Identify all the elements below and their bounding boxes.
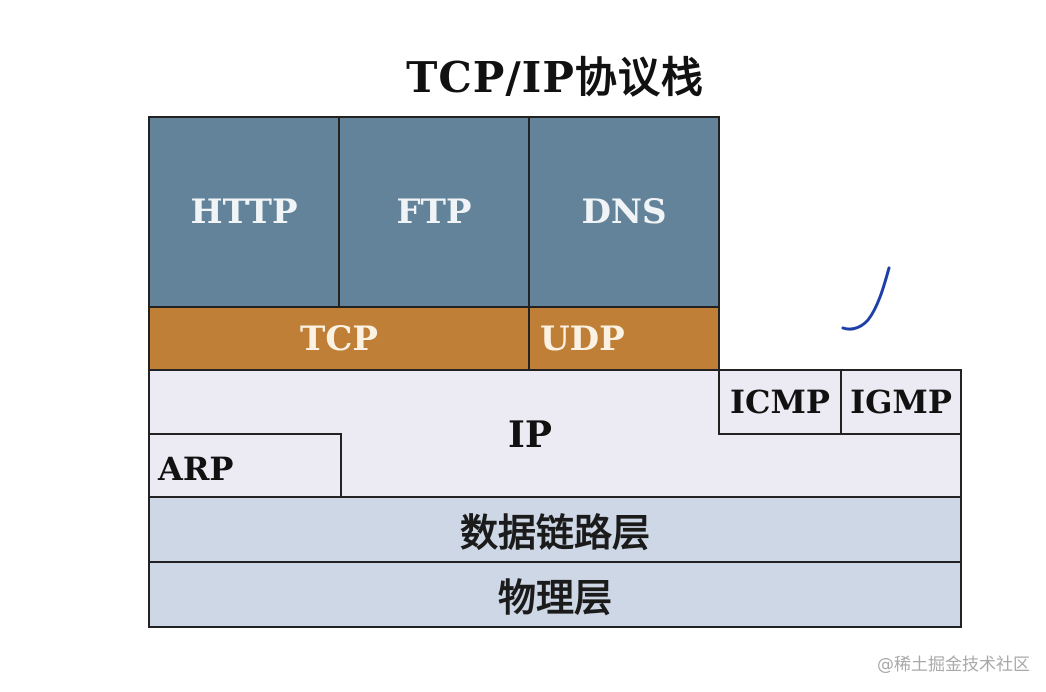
- protocol-ftp: FTP: [338, 116, 530, 308]
- pen-stroke-mark: [841, 266, 891, 331]
- protocol-igmp: IGMP: [840, 369, 962, 435]
- protocol-icmp: ICMP: [718, 369, 842, 435]
- protocol-udp: UDP: [528, 306, 720, 371]
- protocol-tcp: TCP: [148, 306, 530, 371]
- diagram-title: TCP/IP协议栈: [406, 53, 704, 102]
- protocol-arp: ARP: [148, 433, 342, 498]
- data-link-layer: 数据链路层: [148, 496, 962, 563]
- protocol-ip: IP: [508, 414, 552, 456]
- physical-layer: 物理层: [148, 561, 962, 628]
- protocol-dns: DNS: [528, 116, 720, 308]
- protocol-http: HTTP: [148, 116, 340, 308]
- watermark-text: @稀土掘金技术社区: [877, 655, 1030, 675]
